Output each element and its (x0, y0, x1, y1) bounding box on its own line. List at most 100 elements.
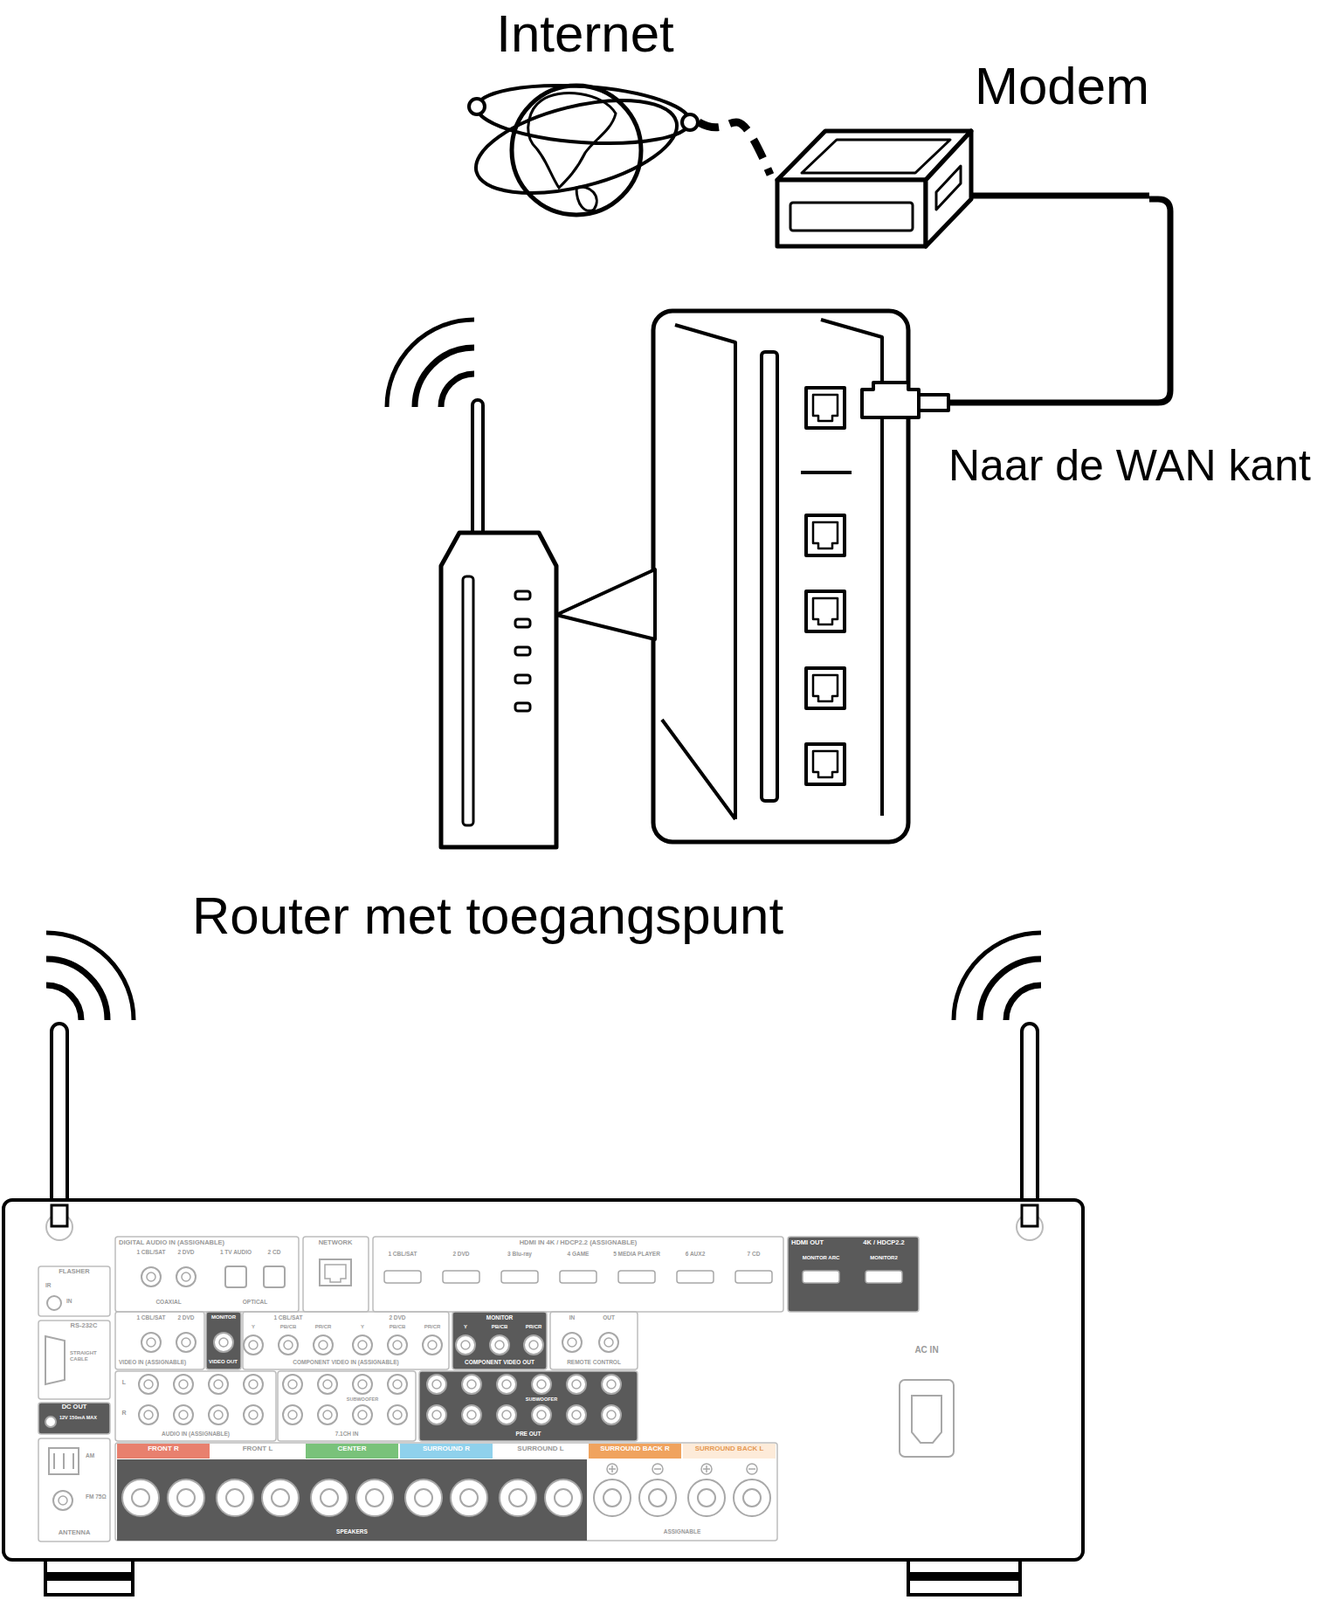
rear-panel (243, 1405, 263, 1425)
router-icon (806, 591, 845, 632)
panel-label: MONITOR (486, 1314, 514, 1321)
panel-label: SUBWOOFER (346, 1396, 379, 1402)
panel-label: PR/CR (525, 1324, 543, 1331)
panel-label: VIDEO OUT (208, 1358, 238, 1366)
rear-panel (206, 1311, 242, 1370)
panel-label: OUT (602, 1314, 615, 1321)
rear-panel (566, 1405, 587, 1425)
panel-label: SPEAKERS (336, 1528, 368, 1535)
panel-label: 12V 150mA MAX (59, 1414, 107, 1421)
panel-label: DIGITAL AUDIO IN (ASSIGNABLE) (118, 1239, 225, 1247)
rear-panel (489, 1335, 510, 1355)
device-label: Internet (471, 5, 699, 63)
globe-icon (466, 82, 686, 211)
rear-panel (501, 1270, 538, 1283)
panel-label: 1 CBL/SAT (273, 1314, 303, 1321)
panel-label: Y (360, 1324, 365, 1331)
globe-icon (468, 98, 485, 115)
rear-panel (531, 1405, 552, 1425)
rear-panel (54, 1453, 74, 1469)
panel-label: 1 CBL/SAT (387, 1250, 417, 1257)
rear-panel (588, 1443, 682, 1459)
rear-panel (117, 1443, 210, 1459)
rear-panel (787, 1236, 919, 1312)
panel-label: MONITOR (211, 1314, 236, 1321)
globe-icon (466, 79, 698, 215)
router-icon (806, 744, 845, 785)
rear-panel (47, 1296, 62, 1311)
rear-panel (652, 1463, 663, 1475)
panel-label: AC IN (914, 1344, 938, 1355)
rear-panel (243, 1374, 263, 1394)
rear-panel (676, 1270, 714, 1283)
rear-panel (324, 1264, 346, 1283)
panel-label: COMPONENT VIDEO IN (ASSIGNABLE) (292, 1358, 399, 1366)
panel-label: MONITOR ARC (802, 1255, 841, 1262)
panel-label: FM 75Ω (85, 1493, 109, 1500)
rear-panel (141, 1267, 161, 1287)
panel-label: FLASHER (58, 1268, 90, 1276)
rear-panel (45, 1416, 56, 1428)
panel-label: 7.1CH IN (335, 1430, 359, 1437)
rear-panel (282, 1374, 303, 1394)
router-icon (515, 675, 531, 683)
panel-label: SURROUND BACK R (599, 1445, 670, 1454)
router-icon (515, 619, 531, 628)
panel-label: PB/CB (491, 1324, 509, 1331)
panel-label: L (122, 1379, 126, 1387)
panel-label: Y (463, 1324, 468, 1331)
panel-label: STRAIGHT CABLE (69, 1350, 107, 1362)
receiver-antennas (1006, 985, 1042, 1021)
panel-label: COMPONENT VIDEO OUT (464, 1358, 535, 1366)
rear-panel (138, 1374, 159, 1394)
rear-panel (173, 1374, 194, 1394)
rear-panel (601, 1374, 621, 1394)
device-node: Modem (770, 54, 1150, 252)
rear-panel (452, 1311, 547, 1370)
router-icon (861, 382, 919, 418)
rear-panel (167, 1479, 205, 1517)
rear-panel (405, 1479, 442, 1517)
rear-panel (599, 1332, 619, 1352)
rear-panel (462, 1374, 482, 1394)
panel-label: 1 CBL/SAT (136, 1314, 166, 1321)
panel-label: MONITOR2 (869, 1255, 898, 1262)
rear-panel (38, 1320, 111, 1400)
rear-panel (499, 1479, 537, 1517)
rear-panel (352, 1374, 373, 1394)
panel-label: PRE OUT (516, 1430, 542, 1437)
router-icon (806, 668, 845, 709)
rear-panel (496, 1374, 517, 1394)
connection-label: Naar de WAN kant (948, 441, 1311, 490)
globe-icon (475, 79, 692, 151)
modem-icon (925, 131, 972, 247)
rear-panel (593, 1479, 631, 1517)
rear-panel (277, 1371, 416, 1442)
rear-panel (639, 1479, 676, 1517)
rear-panel (462, 1405, 482, 1425)
receiver-antennas (979, 958, 1042, 1021)
panel-label: IN (569, 1314, 576, 1321)
rear-panel (305, 1443, 399, 1459)
router-icon (806, 387, 845, 428)
panel-label: 1 TV AUDIO (220, 1248, 252, 1256)
router-icon (386, 310, 949, 848)
rear-panel (496, 1405, 517, 1425)
panel-label: HDMI IN 4K / HDCP2.2 (ASSIGNABLE) (519, 1239, 638, 1247)
panel-label: FRONT L (242, 1445, 274, 1454)
rear-panel (38, 1438, 111, 1542)
rear-panel (559, 1270, 597, 1283)
panel-label: VIDEO IN (ASSIGNABLE) (118, 1358, 187, 1366)
panel-label: 7 CD (747, 1250, 761, 1257)
rear-panel (601, 1405, 621, 1425)
rear-panel (262, 1479, 299, 1517)
rear-panel (618, 1270, 656, 1283)
device-label: Router met toegangspunt (192, 887, 784, 945)
rear-panel (544, 1479, 582, 1517)
rear-panel (703, 1465, 711, 1473)
rear-panel (352, 1405, 373, 1425)
rear-panel (419, 1371, 638, 1442)
router-icon (462, 576, 474, 826)
